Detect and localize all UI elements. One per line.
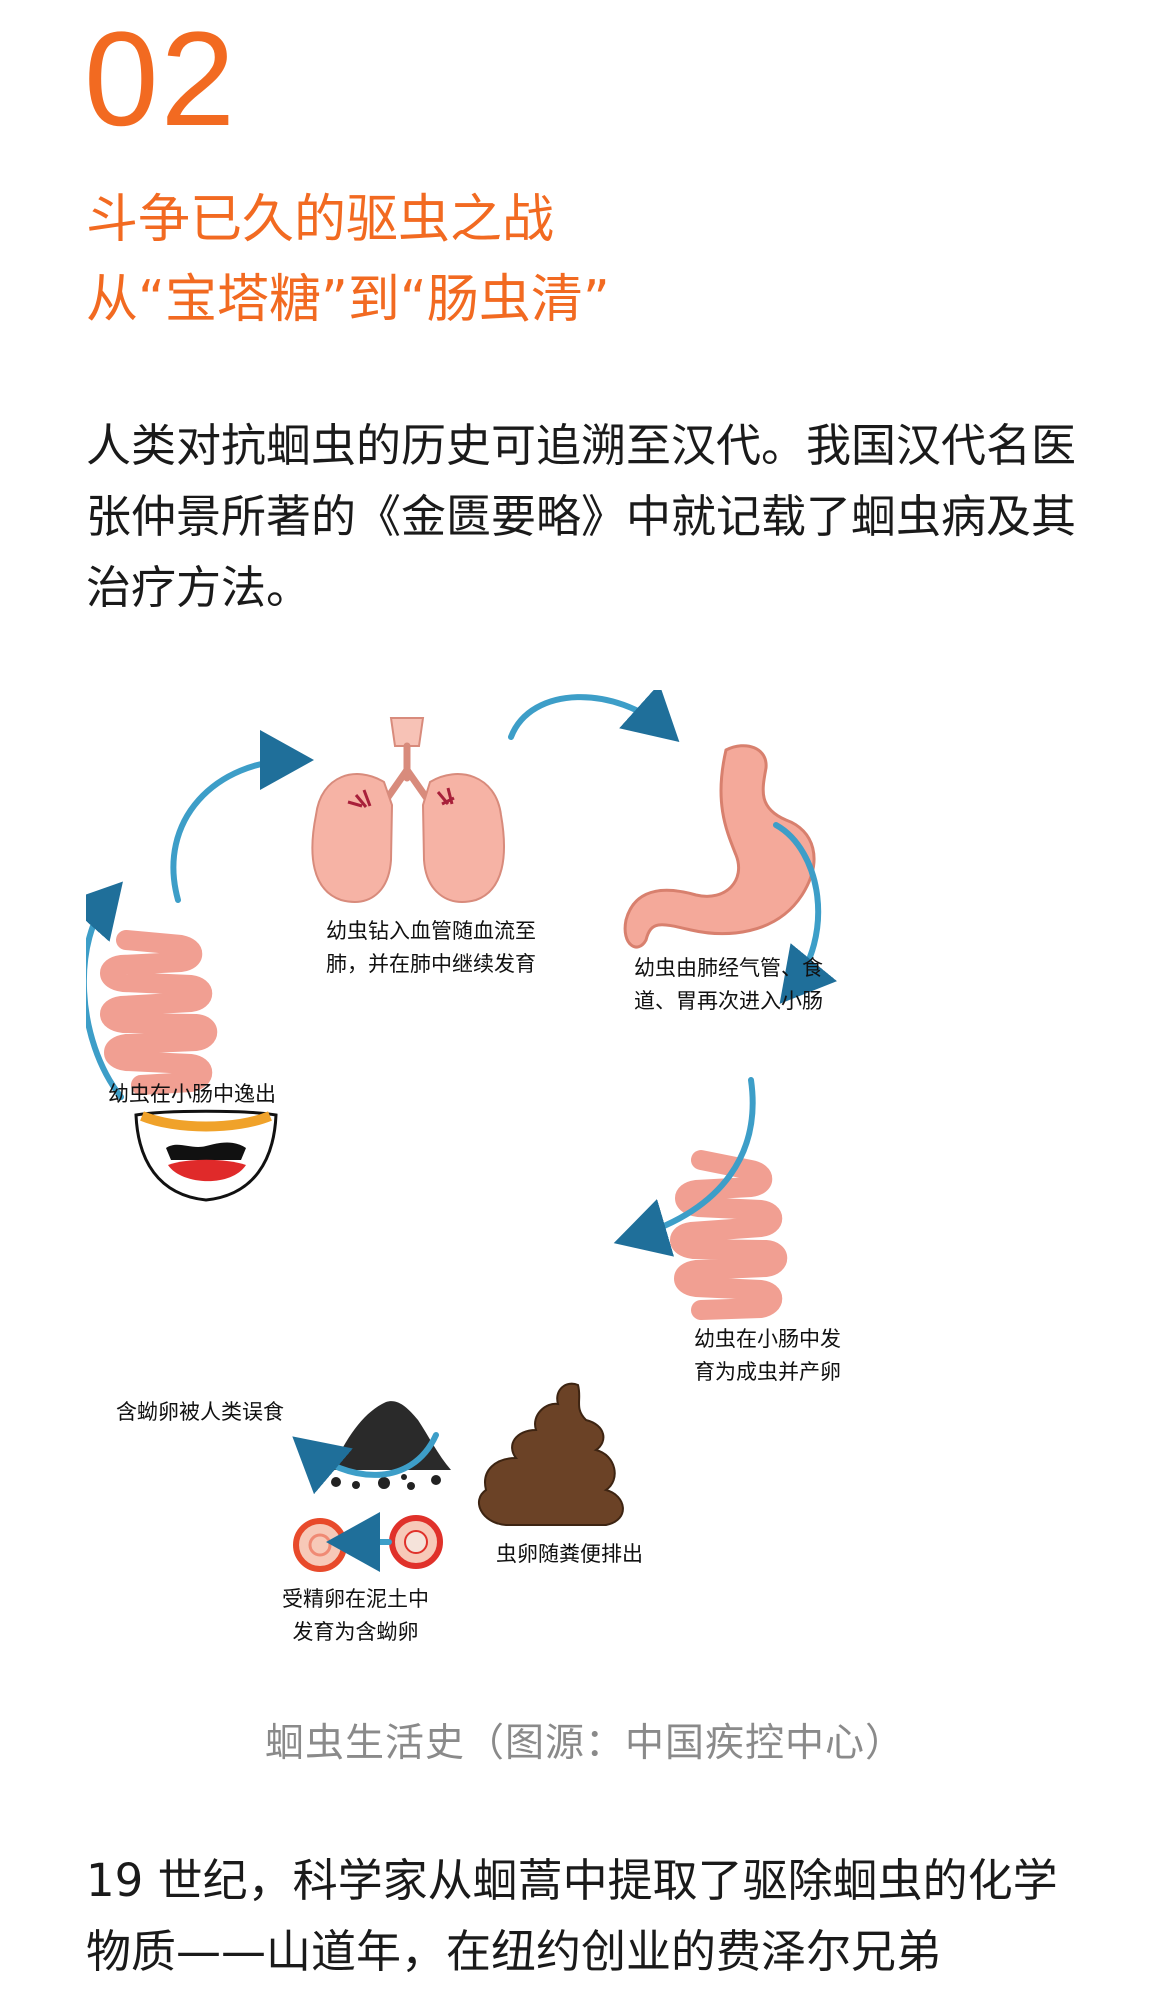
step-egg-label: 受精卵在泥土中 发育为含蚴卵 <box>282 1583 429 1649</box>
step-mouth-line-1: 含蚴卵被人类误食 <box>116 1400 284 1424</box>
heading-line-1: 斗争已久的驱虫之战 <box>86 190 555 250</box>
cycle-arrows <box>86 690 838 1572</box>
feces-illustration <box>477 1382 624 1526</box>
small-intestine-left <box>100 930 217 1095</box>
step-stomach-label: 幼虫由肺经气管、食 道、胃再次进入小肠 <box>634 952 823 1018</box>
section-heading: 斗争已久的驱虫之战 从“宝塔糖”到“肠虫清” <box>86 180 610 340</box>
roundworm-lifecycle-figure: 幼虫钻入血管随血流至 肺，并在肺中继续发育 幼虫由肺经气管、食 道、胃再次进入小… <box>86 690 1076 1680</box>
intro-paragraph: 人类对抗蛔虫的历史可追溯至汉代。我国汉代名医张仲景所著的《金匮要略》中就记载了蛔… <box>86 419 1077 614</box>
step-egg-line-1: 受精卵在泥土中 <box>282 1587 429 1611</box>
step-lungs-line-1: 幼虫钻入血管随血流至 <box>326 919 536 943</box>
stomach-illustration <box>623 744 816 949</box>
step-intestine-right-label: 幼虫在小肠中发 育为成虫并产卵 <box>694 1323 841 1389</box>
heading-line-2: 从“宝塔糖”到“肠虫清” <box>86 270 610 330</box>
body-paragraph-2: 19 世纪，科学家从蛔蒿中提取了驱除蛔虫的化学物质——山道年，在纽约创业的费泽尔… <box>86 1854 1058 1978</box>
step-lungs-label: 幼虫钻入血管随血流至 肺，并在肺中继续发育 <box>326 915 536 981</box>
section-number: 02 <box>84 5 238 154</box>
lungs-illustration <box>311 717 506 903</box>
step-mouth-label: 含蚴卵被人类误食 <box>116 1396 284 1429</box>
step-intestine-left-label: 幼虫在小肠中逸出 <box>108 1078 276 1111</box>
mouth-illustration <box>134 1109 278 1202</box>
step-intestine-left-line-1: 幼虫在小肠中逸出 <box>108 1082 276 1106</box>
step-intestine-right-line-1: 幼虫在小肠中发 <box>694 1327 841 1351</box>
step-lungs-line-2: 肺，并在肺中继续发育 <box>326 952 536 976</box>
step-stomach-line-1: 幼虫由肺经气管、食 <box>634 956 823 980</box>
small-intestine-right <box>670 1150 787 1320</box>
step-intestine-right-line-2: 育为成虫并产卵 <box>694 1360 841 1384</box>
step-feces-line-1: 虫卵随粪便排出 <box>496 1542 643 1566</box>
lifecycle-illustration <box>86 690 838 1572</box>
step-feces-label: 虫卵随粪便排出 <box>496 1538 643 1571</box>
figure-caption: 蛔虫生活史（图源：中国疾控中心） <box>264 1721 905 1766</box>
step-egg-line-2: 发育为含蚴卵 <box>292 1620 419 1644</box>
step-stomach-line-2: 道、胃再次进入小肠 <box>634 989 823 1013</box>
